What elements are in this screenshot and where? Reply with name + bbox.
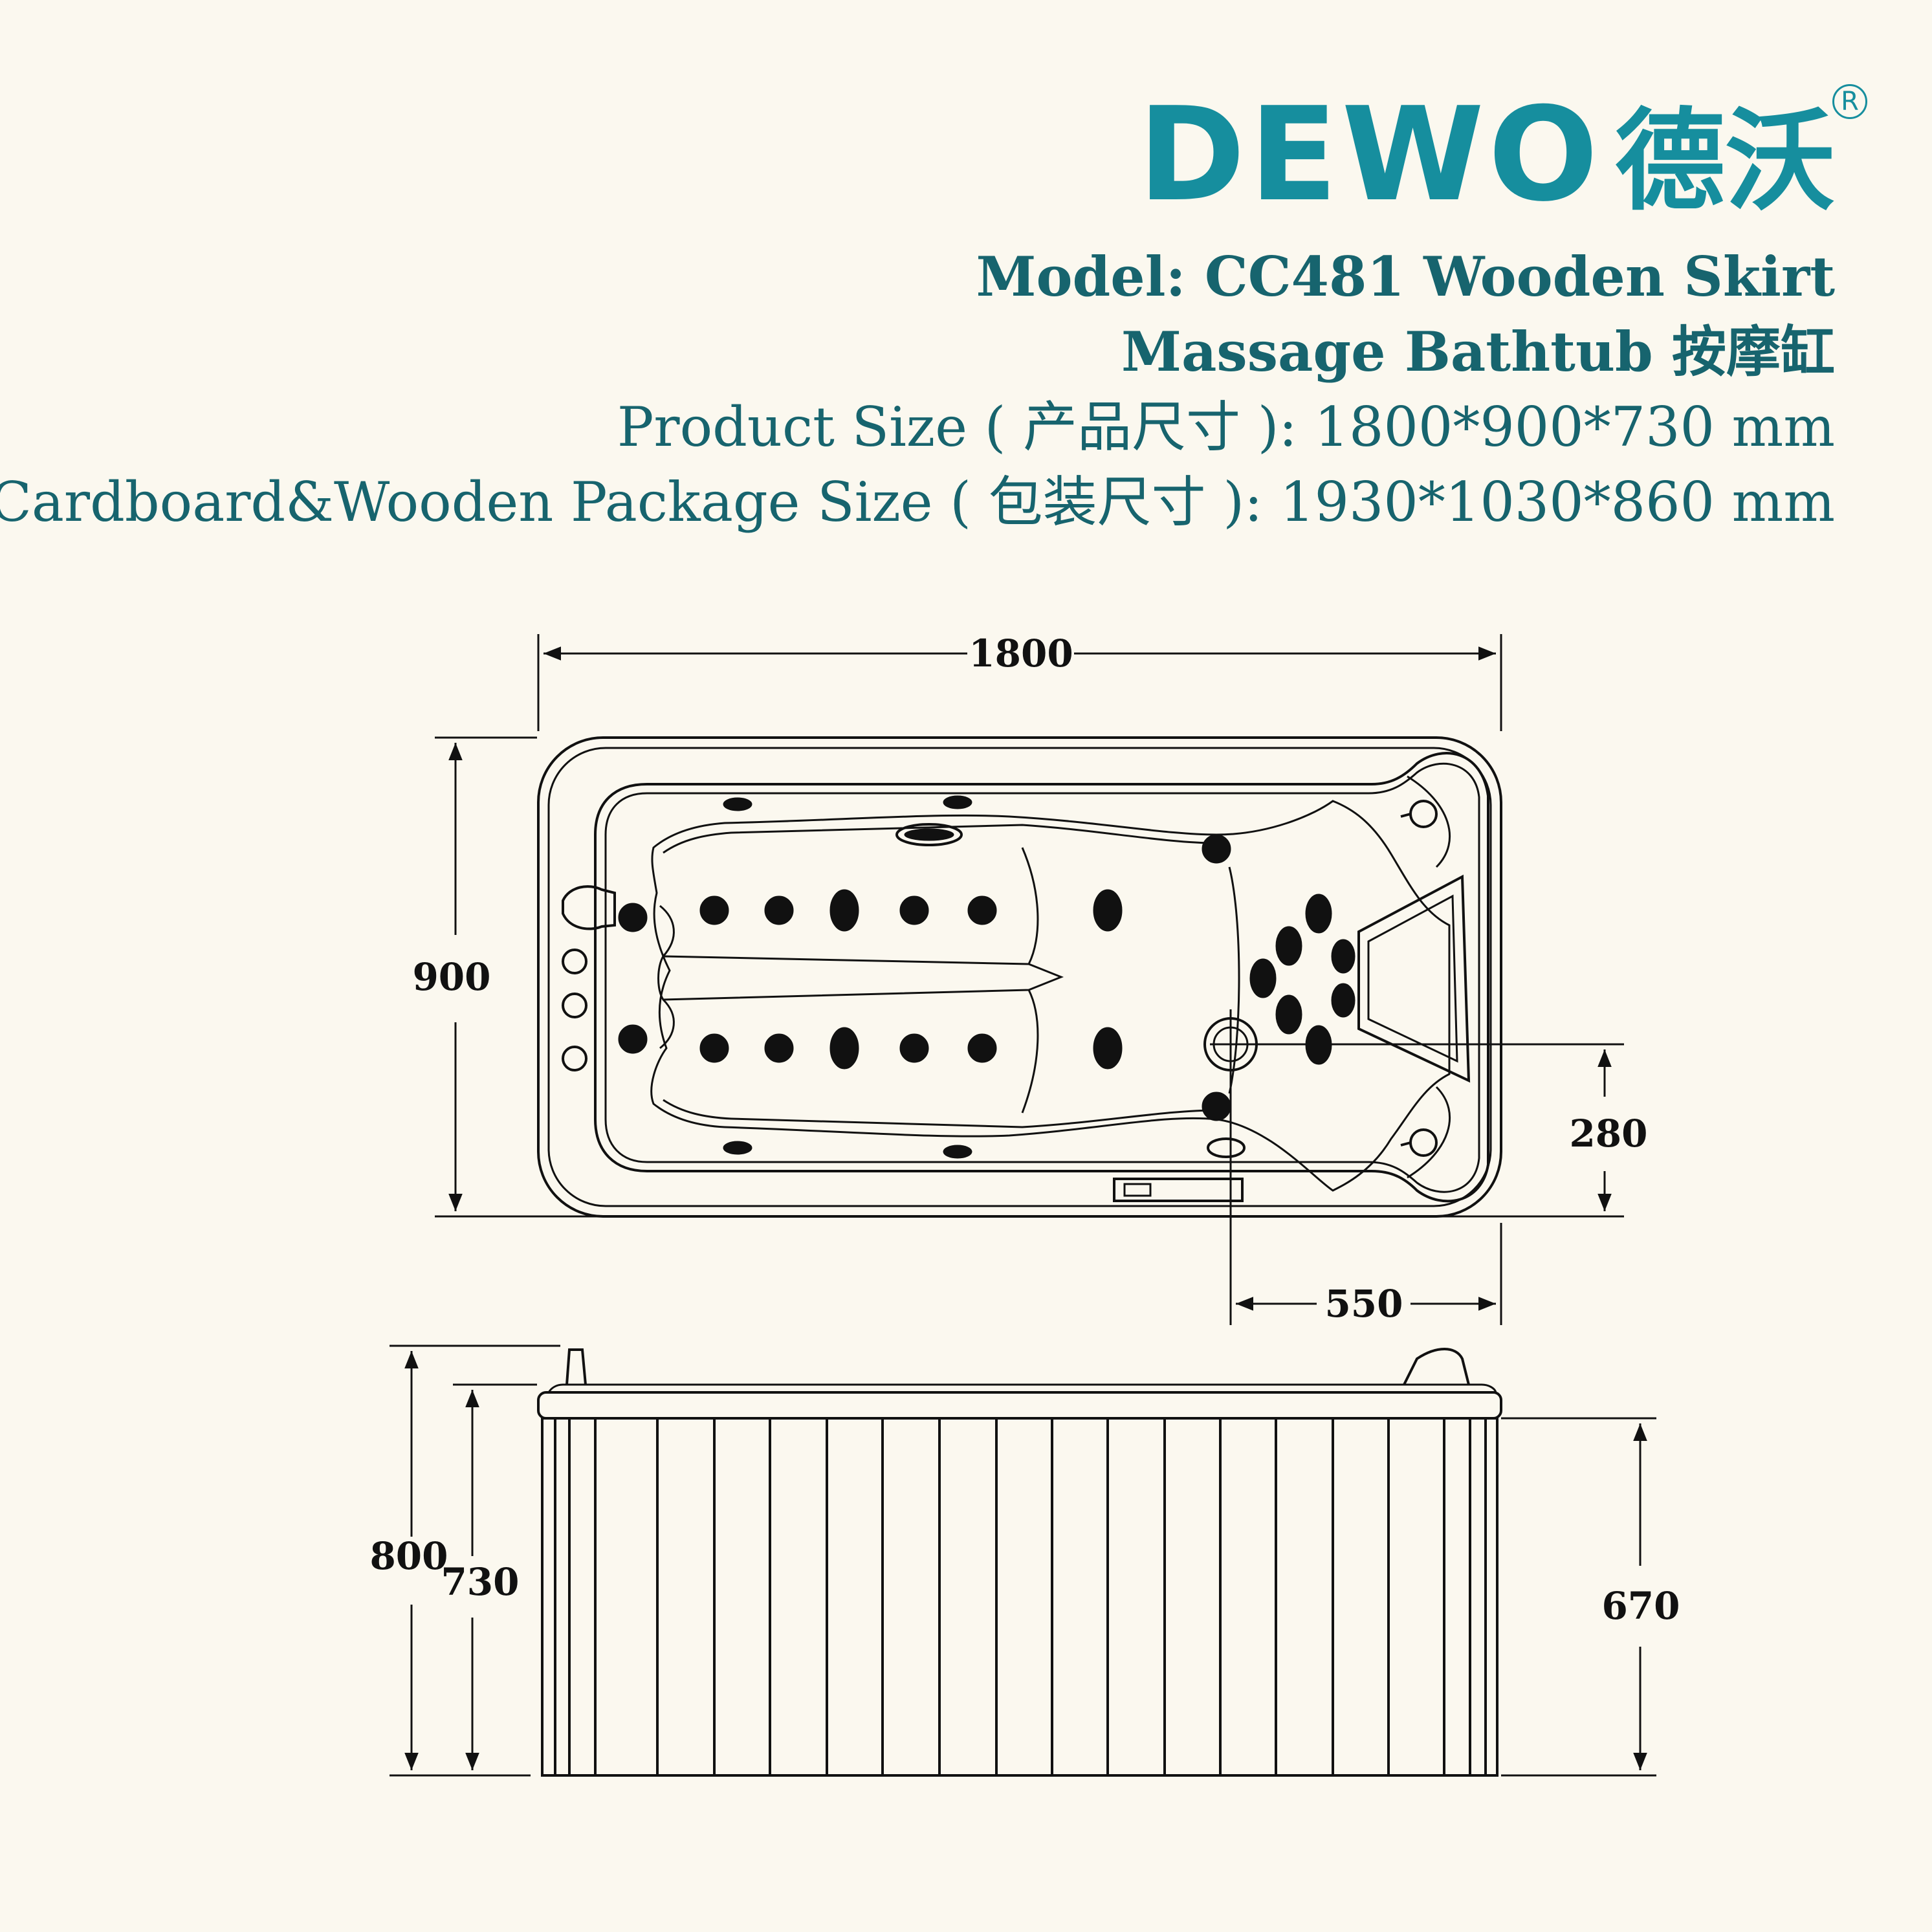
- jet: [1275, 994, 1302, 1035]
- jet: [967, 1033, 997, 1063]
- jet: [1249, 958, 1277, 998]
- dim-drain-y-label: 280: [1569, 1112, 1647, 1156]
- jet: [764, 895, 794, 925]
- jet: [1093, 1027, 1123, 1070]
- tub-rim-side: [537, 1391, 1502, 1420]
- brand-name-latin: DEWO: [1137, 80, 1602, 230]
- dim-length-label: 1800: [969, 631, 1073, 675]
- dim-width-label: 900: [412, 955, 490, 999]
- package-size-line: Cardboard&Wooden Package Size ( 包装尺寸 ): …: [0, 470, 1835, 534]
- side-view: [537, 1348, 1502, 1777]
- dim-drain-x-label: 550: [1324, 1282, 1403, 1326]
- dim-tub-height-label: 730: [441, 1560, 519, 1604]
- jet: [699, 895, 729, 925]
- product-name-line: Massage Bathtub 按摩缸: [1121, 320, 1835, 384]
- jet: [1202, 1092, 1231, 1121]
- registered-mark: R: [1832, 84, 1867, 119]
- jet: [829, 1027, 859, 1070]
- jet: [829, 889, 859, 932]
- pillow-side: [1403, 1348, 1470, 1385]
- waterfall-spout: [895, 823, 963, 846]
- jet: [899, 895, 929, 925]
- dim-overall-height-label: 800: [369, 1534, 448, 1578]
- model-line: Model: CC481 Wooden Skirt: [976, 245, 1835, 309]
- tub-inner-rim: [547, 747, 1492, 1207]
- headrest: [1357, 874, 1471, 1083]
- jet: [899, 1033, 929, 1063]
- handle-side: [565, 1348, 587, 1385]
- dim-skirt-height-label: 670: [1601, 1584, 1680, 1628]
- jet: [618, 1024, 648, 1054]
- pillow-knob-top: [1409, 800, 1438, 828]
- jet-side: [618, 834, 1231, 1121]
- jet: [1202, 834, 1231, 864]
- jet: [967, 895, 997, 925]
- wooden-skirt: [541, 1417, 1498, 1777]
- jet: [723, 797, 752, 811]
- air-valve-2: [562, 993, 587, 1018]
- jet-back-cluster: [1249, 894, 1356, 1065]
- seat-divider: [657, 955, 1064, 1001]
- jet-rim-pills: [723, 795, 972, 1159]
- jet: [618, 903, 648, 932]
- product-size-line: Product Size ( 产品尺寸 ): 1800*900*730 mm: [617, 395, 1835, 459]
- jet: [1275, 926, 1302, 966]
- brand-name-cjk: 德沃: [1614, 98, 1835, 226]
- dimension-lines: [390, 634, 1656, 1777]
- jet: [764, 1033, 794, 1063]
- air-valve-1: [562, 949, 587, 974]
- drain-plug: [1207, 1137, 1246, 1158]
- massage-jets: [618, 795, 1356, 1159]
- control-panel: [1113, 1178, 1244, 1202]
- jet: [1331, 983, 1356, 1018]
- air-valve-3: [562, 1046, 587, 1071]
- left-handle: [562, 885, 616, 930]
- jet: [943, 795, 972, 809]
- tub-outer-rim: [537, 736, 1502, 1218]
- jet-row-lower: [699, 1027, 1123, 1070]
- tub-basin-outline: [594, 752, 1489, 1203]
- top-view: [537, 736, 1502, 1218]
- seat-contour: [650, 800, 1451, 1192]
- jet: [1331, 939, 1356, 974]
- jet-row-upper: [699, 889, 1123, 932]
- jet: [723, 1141, 752, 1155]
- dimension-labels: 1800 900 280 550 800 730 670: [369, 631, 1680, 1628]
- jet: [1305, 894, 1332, 934]
- jet: [943, 1145, 972, 1159]
- skirt-slats: [554, 1418, 1487, 1775]
- jet: [1093, 889, 1123, 932]
- pillow-knob-bottom: [1409, 1128, 1438, 1157]
- jet: [699, 1033, 729, 1063]
